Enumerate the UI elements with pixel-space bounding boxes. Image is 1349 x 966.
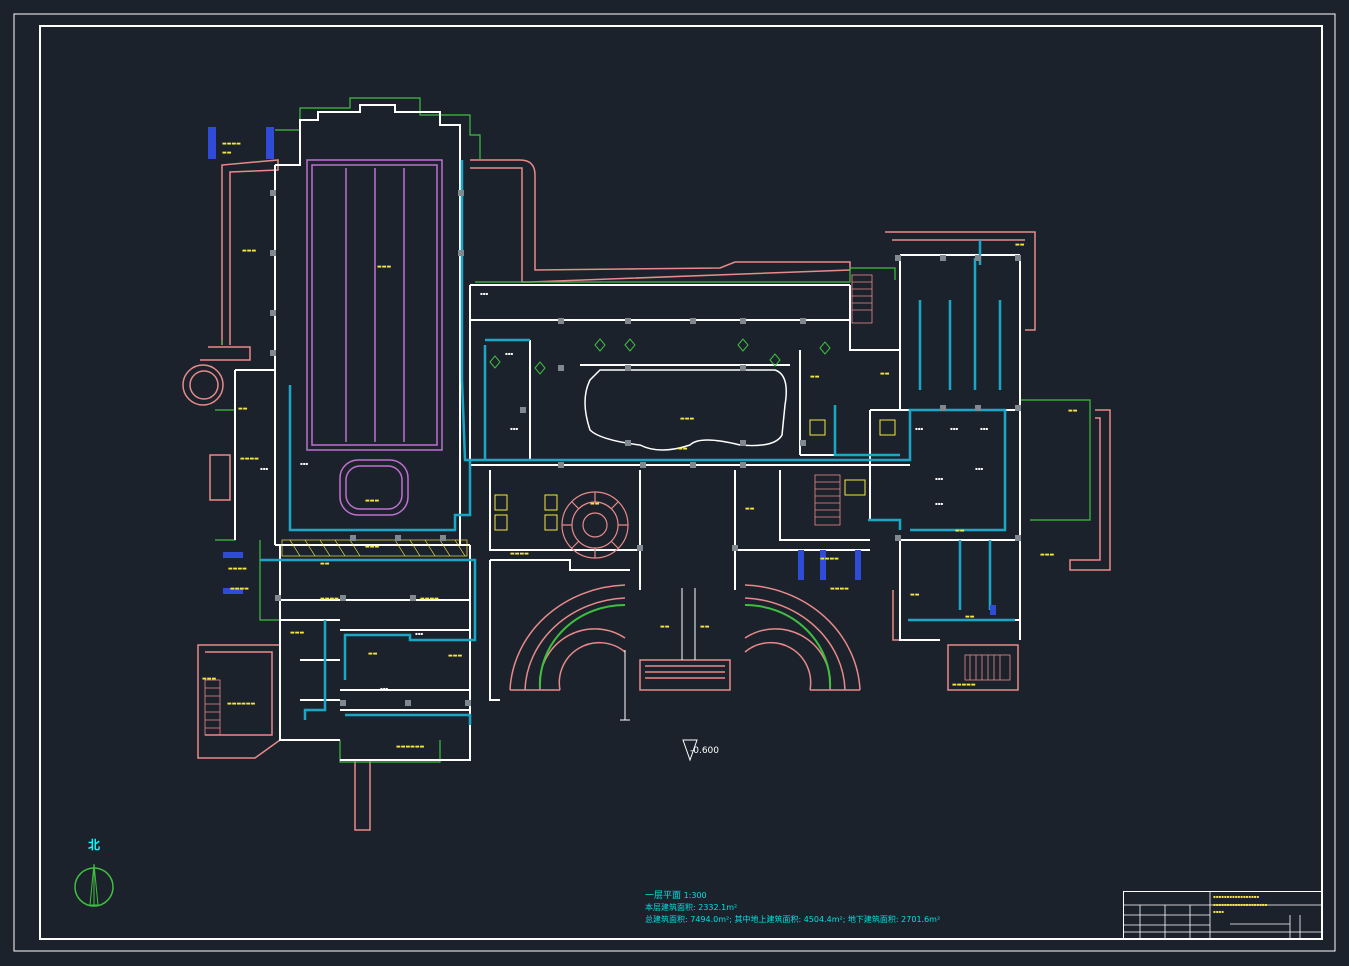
title-block-text: ▪▪▪▪▪▪▪▪▪▪▪▪▪▪▪▪▪ ▪▪▪▪▪▪▪▪▪▪▪▪▪▪▪▪▪▪▪▪ ▪…	[1213, 894, 1268, 914]
svg-text:▬▬: ▬▬	[1015, 242, 1025, 248]
total-area-note: 总建筑面积: 7494.0m²; 其中地上建筑面积: 4504.4m²; 地下建…	[645, 915, 941, 924]
exterior-outline-red	[182, 159, 1111, 831]
landscape-planters	[489, 338, 831, 375]
stair-flights	[204, 274, 1011, 736]
north-label: 北	[88, 838, 101, 852]
svg-text:▬▬▬: ▬▬▬	[365, 498, 379, 504]
svg-text:▪▪▪: ▪▪▪	[510, 426, 518, 431]
svg-text:▬▬: ▬▬	[590, 501, 600, 507]
exterior-outline-green	[215, 97, 1091, 763]
svg-text:▬▬▬: ▬▬▬	[680, 416, 694, 422]
svg-text:▬▬▬▬▬: ▬▬▬▬▬	[952, 682, 976, 688]
hvac-ducts	[260, 160, 1015, 725]
svg-text:▪▪▪: ▪▪▪	[915, 426, 923, 431]
svg-text:▬▬: ▬▬	[678, 446, 688, 452]
svg-text:▬▬: ▬▬	[910, 592, 920, 598]
plan-scale: 1:300	[683, 891, 707, 900]
svg-text:▬▬▬▬: ▬▬▬▬	[230, 586, 249, 592]
svg-text:▬▬▬▬▬▬: ▬▬▬▬▬▬	[227, 701, 256, 707]
svg-text:▪▪▪: ▪▪▪	[975, 466, 983, 471]
svg-text:▬▬▬▬: ▬▬▬▬	[240, 456, 259, 462]
svg-text:▬▬: ▬▬	[222, 150, 232, 156]
swimming-pool	[306, 159, 443, 516]
svg-text:▪▪▪: ▪▪▪	[505, 351, 513, 356]
svg-text:▬▬: ▬▬	[700, 624, 710, 630]
building-walls	[234, 104, 1021, 761]
structural-columns	[270, 190, 1021, 706]
svg-text:▬▬▬: ▬▬▬	[377, 264, 391, 270]
blue-fixtures	[208, 127, 996, 615]
svg-text:▬▬: ▬▬	[965, 614, 975, 620]
svg-text:▬▬: ▬▬	[810, 374, 820, 380]
svg-text:▬▬▬▬: ▬▬▬▬	[222, 141, 241, 147]
svg-text:▬▬: ▬▬	[1068, 408, 1078, 414]
svg-text:▬▬▬: ▬▬▬	[365, 544, 379, 550]
svg-text:▬▬: ▬▬	[660, 624, 670, 630]
svg-text:▬▬▬▬: ▬▬▬▬	[830, 586, 849, 592]
svg-text:▬▬▬▬: ▬▬▬▬	[820, 556, 839, 562]
plan-title: 一层平面	[645, 891, 682, 901]
corridor-hatch	[281, 539, 468, 557]
svg-text:▪▪▪: ▪▪▪	[260, 466, 268, 471]
svg-text:▬▬: ▬▬	[320, 561, 330, 567]
svg-text:▬▬: ▬▬	[880, 371, 890, 377]
svg-text:▪▪▪: ▪▪▪	[950, 426, 958, 431]
svg-text:▬▬▬: ▬▬▬	[1040, 552, 1054, 558]
floor-area-note: 本层建筑面积: 2332.1m²	[645, 903, 738, 912]
room-labels: ▬▬▬▬▬▬ ▬▬▬ ▬▬▬ ▬▬ ▬▬▬▬ ▬▬▬ ▬▬▬ ▬▬ ▬▬▬▬ ▬…	[202, 141, 1078, 750]
svg-text:▪▪▪: ▪▪▪	[380, 686, 388, 691]
svg-text:▬▬▬: ▬▬▬	[290, 630, 304, 636]
plan-notes: 一层平面 1:300 本层建筑面积: 2332.1m² 总建筑面积: 7494.…	[645, 890, 940, 926]
title-block-grid	[1123, 891, 1322, 939]
svg-text:▬▬: ▬▬	[368, 651, 378, 657]
inner-sheet-border	[39, 25, 1323, 940]
svg-text:▪▪▪▪▪▪▪▪▪▪▪▪▪▪▪▪▪▪▪▪: ▪▪▪▪▪▪▪▪▪▪▪▪▪▪▪▪▪▪▪▪	[1213, 902, 1268, 907]
svg-text:▬▬▬▬: ▬▬▬▬	[228, 566, 247, 572]
spiral-staircase	[561, 491, 629, 559]
svg-text:▬▬: ▬▬	[238, 406, 248, 412]
svg-text:▬▬▬: ▬▬▬	[242, 248, 256, 254]
svg-text:▬▬▬▬: ▬▬▬▬	[420, 596, 439, 602]
north-arrow	[74, 863, 114, 907]
level-mark: -0.600	[690, 746, 720, 756]
svg-text:▪▪▪▪: ▪▪▪▪	[1213, 909, 1224, 914]
title-block	[1123, 891, 1322, 939]
svg-text:▬▬▬: ▬▬▬	[202, 676, 216, 682]
svg-text:▪▪▪: ▪▪▪	[415, 631, 423, 636]
svg-text:▬▬▬▬: ▬▬▬▬	[510, 551, 529, 557]
svg-text:▬▬▬: ▬▬▬	[448, 653, 462, 659]
svg-text:▪▪▪: ▪▪▪	[480, 291, 488, 296]
svg-text:▪▪▪: ▪▪▪	[300, 461, 308, 466]
svg-text:▪▪▪: ▪▪▪	[980, 426, 988, 431]
svg-text:▬▬▬▬▬▬: ▬▬▬▬▬▬	[396, 744, 425, 750]
entrance-ramps	[538, 604, 832, 689]
svg-text:▪▪▪: ▪▪▪	[935, 501, 943, 506]
svg-text:▬▬: ▬▬	[955, 528, 965, 534]
svg-text:▬▬: ▬▬	[745, 506, 755, 512]
outer-sheet-border	[13, 13, 1336, 952]
lobby-atrium-outline	[584, 369, 787, 451]
dimension-marks	[620, 588, 698, 762]
svg-text:▬▬▬▬: ▬▬▬▬	[320, 596, 339, 602]
restroom-stalls	[494, 419, 896, 531]
equipment-labels: ▪▪▪ ▪▪▪ ▪▪▪ ▪▪▪ ▪▪▪ ▪▪▪ ▪▪▪ ▪▪▪ ▪▪▪ ▪▪▪ ▪▪▪ ▪▪▪…	[260, 291, 988, 691]
svg-text:▪▪▪: ▪▪▪	[935, 476, 943, 481]
svg-text:▪▪▪▪▪▪▪▪▪▪▪▪▪▪▪▪▪: ▪▪▪▪▪▪▪▪▪▪▪▪▪▪▪▪▪	[1213, 894, 1259, 899]
